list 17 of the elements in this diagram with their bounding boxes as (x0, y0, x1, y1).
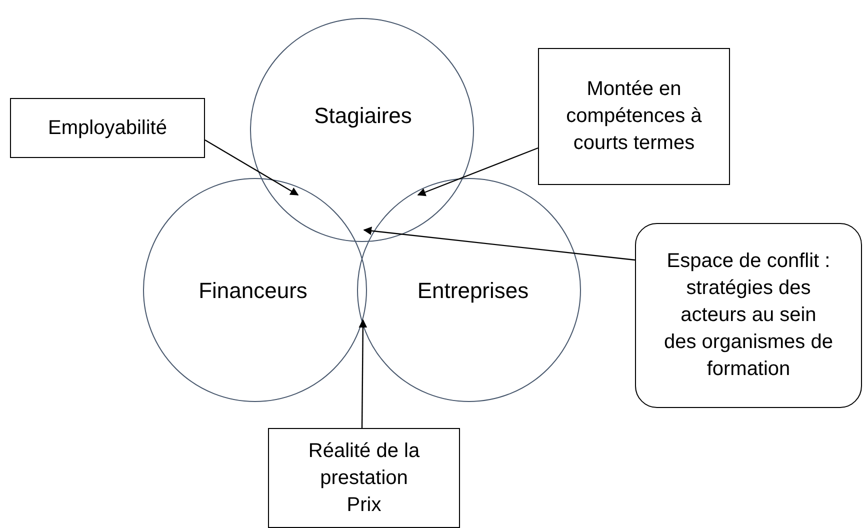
callout-text: Espace de conflit : stratégies des acteurs au sein des organismes de formation (663, 249, 834, 382)
leader-arrow (358, 319, 368, 428)
leader-arrow (363, 226, 636, 261)
venn-circle (143, 178, 367, 402)
leader-arrow (417, 147, 538, 196)
callout-text: Montée en compétences à courts termes (565, 77, 703, 156)
circle-label: Entreprises (417, 278, 529, 304)
circle-label: Stagiaires (314, 103, 412, 129)
venn-circle (250, 18, 474, 242)
circle-label: Financeurs (198, 278, 308, 304)
callout-text: Réalité de la prestation Prix (307, 438, 421, 518)
rounded-callout-box (635, 223, 862, 408)
leader-arrow (204, 139, 299, 196)
callout-text: Employabilité (48, 116, 167, 140)
callout-box (538, 48, 730, 185)
callout-box (268, 428, 460, 528)
callout-box (10, 98, 205, 158)
